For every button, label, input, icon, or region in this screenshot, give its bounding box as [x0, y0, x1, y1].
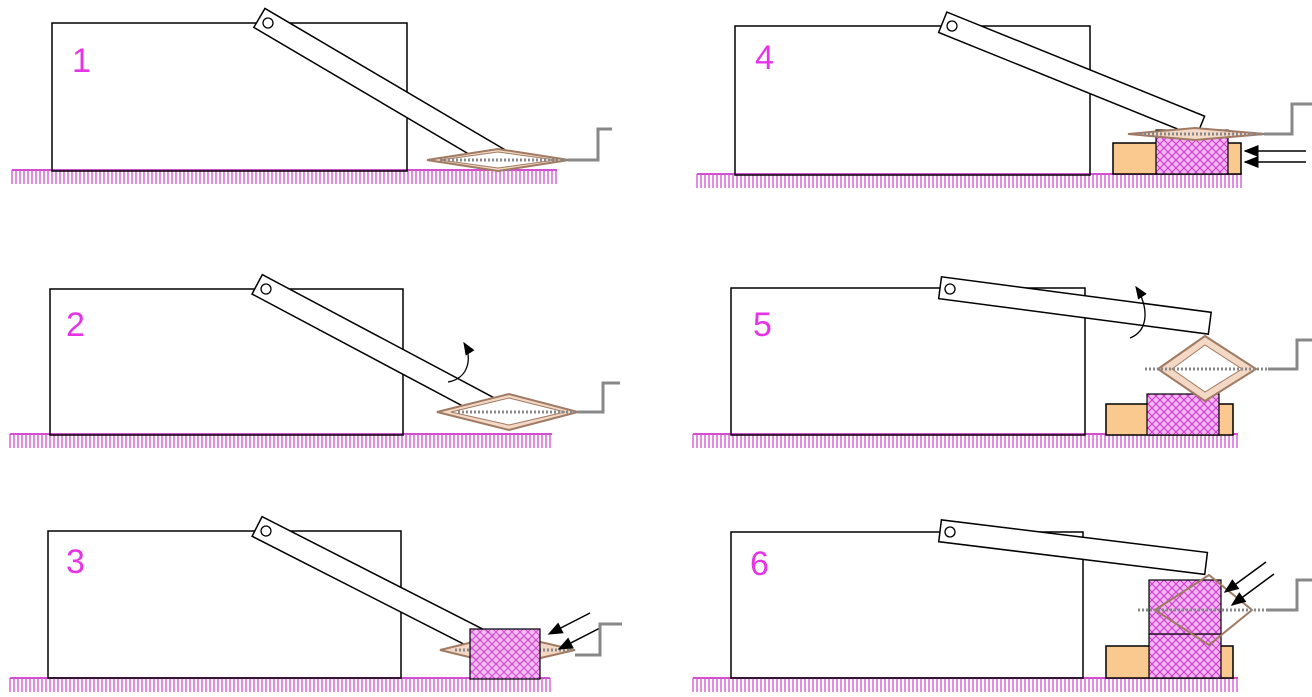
ground [9, 433, 552, 448]
push-arrow [1223, 561, 1267, 593]
machine-body [730, 531, 1084, 679]
panel-4: 4 [696, 11, 1312, 188]
panel-6: 6 [692, 519, 1312, 692]
scissor-jack [426, 147, 574, 173]
machine-body [734, 25, 1091, 176]
jack-handle [1265, 102, 1312, 136]
crib-block [469, 628, 541, 680]
push-arrow [557, 627, 601, 650]
ground [692, 677, 1238, 692]
step-number: 4 [755, 39, 774, 77]
panel-1: 1 [11, 7, 612, 184]
jack-handle [575, 622, 622, 657]
panel-3: 3 [9, 515, 622, 692]
rotation-arrow [447, 341, 475, 383]
step-number: 5 [753, 306, 772, 344]
jack-handle [569, 127, 612, 162]
lever-arm [937, 11, 1206, 138]
jack-handle [578, 381, 620, 414]
lever-arm [937, 519, 1209, 576]
ground [9, 677, 551, 692]
jack-handle [1268, 578, 1312, 612]
rotation-arrow [1129, 285, 1147, 339]
pivot-pin [260, 525, 272, 537]
lever-arm [252, 7, 506, 170]
ground [696, 173, 1242, 188]
step-number: 1 [72, 42, 91, 80]
pivot-pin [260, 283, 272, 295]
crib-block [1148, 633, 1222, 679]
jack-handle [1268, 338, 1312, 371]
push-arrow [547, 612, 591, 635]
push-arrow [1230, 573, 1275, 606]
panel-2: 2 [9, 273, 620, 448]
machine-body [49, 288, 404, 436]
lever-arm [937, 275, 1213, 335]
machine-body [47, 530, 402, 679]
scissor-jack [1127, 126, 1266, 142]
pivot-pin [262, 17, 274, 29]
step-number: 3 [66, 543, 85, 581]
pivot-pin [944, 526, 956, 538]
panel-5: 5 [692, 275, 1312, 448]
ground [692, 433, 1238, 448]
pivot-pin [944, 283, 956, 295]
step-number: 2 [66, 306, 85, 344]
scissor-jack [1145, 334, 1268, 403]
scissor-jack [1138, 573, 1268, 647]
machine-body [730, 287, 1086, 436]
pivot-pin [946, 20, 958, 32]
step-number: 6 [750, 545, 769, 583]
ground [11, 169, 557, 184]
machine-body [51, 22, 408, 172]
